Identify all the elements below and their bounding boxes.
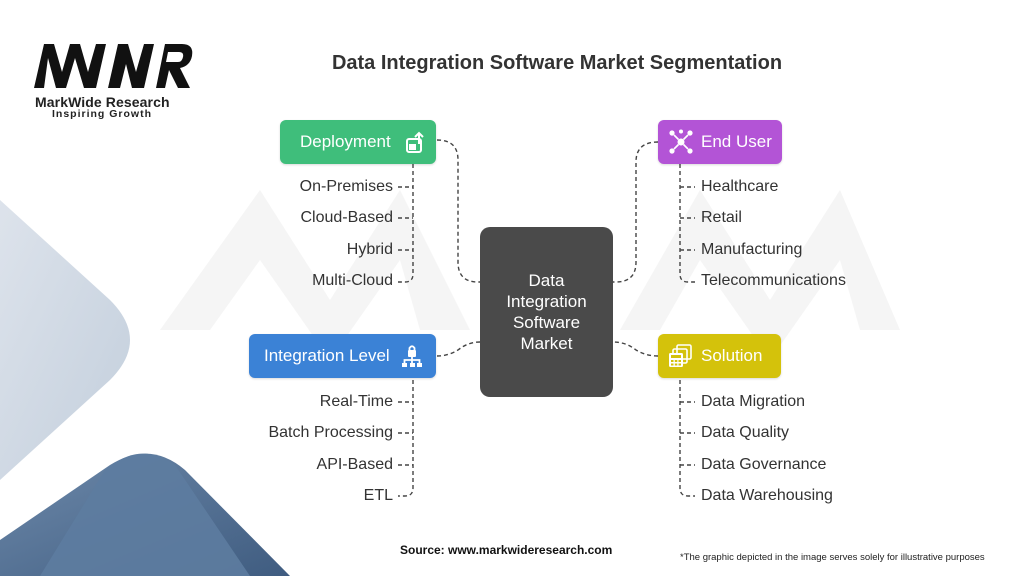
segment-deployment-label: Deployment <box>300 132 391 151</box>
solution-item: Data Migration <box>701 393 806 410</box>
segment-solution: Solution <box>658 334 781 378</box>
upload-box-icon <box>405 130 427 154</box>
segment-integration-level: Integration Level <box>249 334 436 378</box>
integration-level-item: API-Based <box>316 456 393 473</box>
deployment-item: Multi-Cloud <box>312 272 393 289</box>
brand-tagline: Inspiring Growth <box>52 108 152 120</box>
segment-solution-label: Solution <box>701 346 763 365</box>
bracket-solution <box>679 380 695 497</box>
segment-integration-level-label: Integration Level <box>264 346 390 365</box>
solution-item: Data Warehousing <box>701 487 833 504</box>
end-user-item: Telecommunications <box>701 272 846 289</box>
bg-shape-light <box>0 200 130 480</box>
connector-solution <box>612 341 659 357</box>
connector-deployment <box>436 139 480 283</box>
bracket-deployment <box>398 164 414 283</box>
deployment-item: Hybrid <box>346 241 393 258</box>
connector-integration-level <box>436 341 481 357</box>
end-user-item: Healthcare <box>701 178 779 195</box>
integration-level-item: Batch Processing <box>268 424 393 441</box>
hierarchy-lock-icon <box>400 344 424 368</box>
brand-name: MarkWide Research <box>35 94 170 110</box>
center-node: Data Integration Software Market <box>480 227 613 397</box>
segment-end-user-label: End User <box>701 132 772 151</box>
calculator-stack-icon <box>667 343 693 369</box>
end-user-item: Retail <box>701 209 742 226</box>
bracket-integration-level <box>398 380 414 497</box>
bracket-end-user <box>679 164 695 283</box>
connector-end-user <box>613 141 659 283</box>
bg-shape-mid <box>40 453 250 576</box>
markwide-logo <box>34 44 193 88</box>
solution-item: Data Quality <box>701 424 790 441</box>
network-people-icon <box>668 129 694 155</box>
watermark <box>160 190 900 360</box>
segment-deployment: Deployment <box>280 120 436 164</box>
solution-item: Data Governance <box>701 456 827 473</box>
integration-level-item: Real-Time <box>319 393 393 410</box>
integration-level-item: ETL <box>363 487 393 504</box>
end-user-item: Manufacturing <box>701 241 803 258</box>
deployment-item: Cloud-Based <box>300 209 394 226</box>
disclaimer-note: *The graphic depicted in the image serve… <box>680 552 985 563</box>
deployment-item: On-Premises <box>299 178 393 195</box>
page-title: Data Integration Software Market Segment… <box>331 52 783 74</box>
source-text: Source: www.markwideresearch.com <box>400 543 613 557</box>
center-label: Data Integration Software Market <box>506 271 587 353</box>
segment-end-user: End User <box>658 120 782 164</box>
